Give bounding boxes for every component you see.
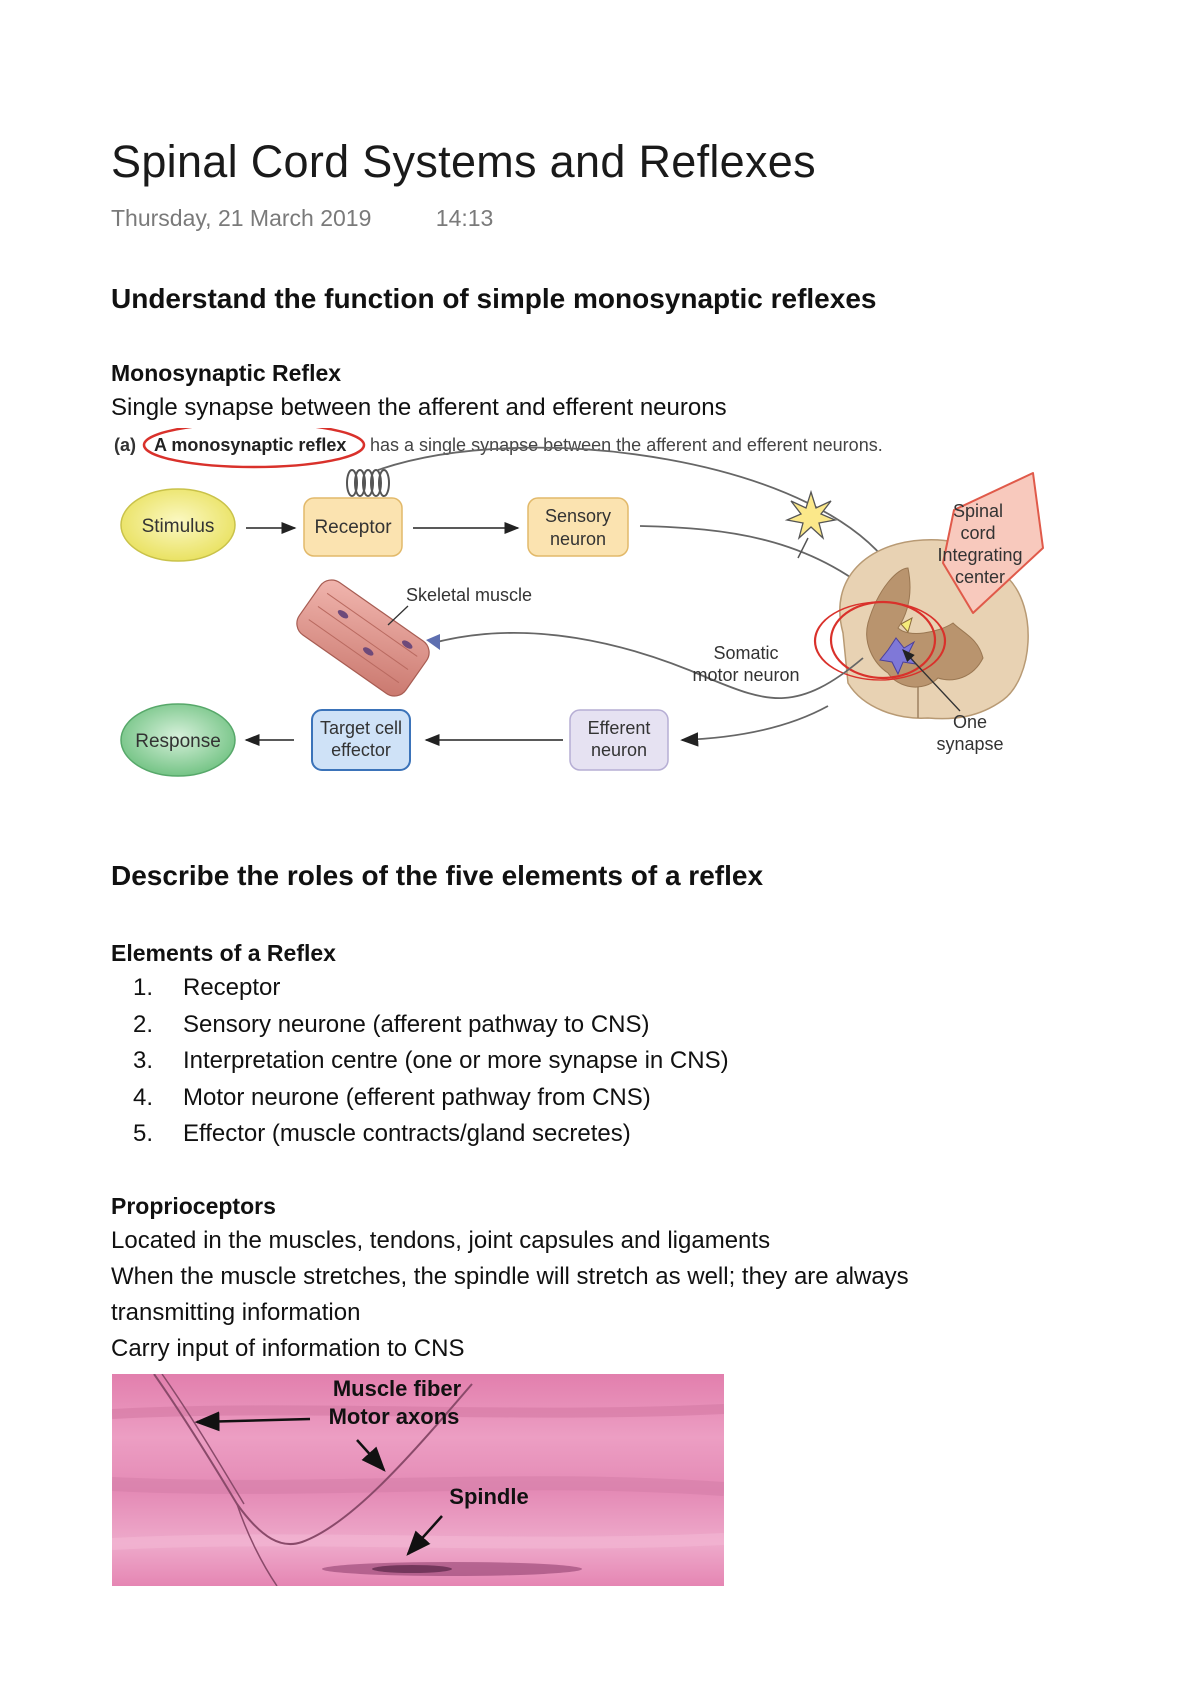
stimulus-node — [120, 488, 236, 562]
synapse-highlight-circle — [829, 600, 937, 680]
subheading-proprioceptors: Proprioceptors — [111, 1193, 276, 1219]
efferent-neuron-node — [569, 709, 669, 771]
skeletal-muscle-image — [296, 579, 430, 697]
figure-caption-rest: has a single synapse between the afferen… — [370, 435, 883, 455]
arrow-spindle — [406, 1515, 443, 1556]
label-muscle-fiber: Muscle fiber — [333, 1376, 462, 1401]
arrow-sensory-spinal — [639, 525, 880, 600]
response-node — [120, 703, 236, 777]
list-item: 5.Effector (muscle contracts/gland secre… — [133, 1120, 631, 1147]
section-heading-five-elements: Describe the roles of the five elements … — [111, 860, 764, 891]
proprioceptors-line-2: When the muscle stretches, the spindle w… — [111, 1263, 909, 1290]
muscle-spindle-micrograph: Muscle fiber Motor axons Spindle — [112, 1374, 724, 1586]
target-label-line2: effector — [331, 740, 391, 760]
monosynaptic-description: Single synapse between the afferent and … — [111, 394, 727, 421]
arrow-muscle-fiber — [194, 1411, 311, 1432]
list-item: 4.Motor neurone (efferent pathway from C… — [133, 1083, 651, 1111]
sensory-neuron-node — [527, 497, 629, 557]
figure-caption-label: (a) — [114, 435, 136, 455]
monosynaptic-reflex-diagram: (a) A monosynaptic reflex has a single s… — [114, 428, 1044, 777]
motor-end-plate-icon — [426, 634, 440, 650]
sensory-pathway-line — [377, 446, 899, 579]
starburst-line — [797, 537, 809, 559]
motor-axon-line — [153, 1374, 473, 1546]
stimulus-label: Stimulus — [142, 516, 215, 537]
spinal-label-line2: cord — [960, 523, 995, 543]
page-meta: Thursday, 21 March 2019 14:13 — [111, 205, 493, 232]
spinal-cord-label-badge — [942, 472, 1044, 614]
somatic-label-line2: motor neuron — [692, 665, 799, 685]
sensory-label-line2: neuron — [550, 529, 606, 549]
one-synapse-label-line2: synapse — [936, 734, 1003, 754]
proprioceptors-line-3: transmitting information — [111, 1299, 361, 1326]
receptor-coil-icon — [346, 469, 390, 497]
page-title: Spinal Cord Systems and Reflexes — [111, 136, 816, 187]
arrow-spinal-efferent — [680, 705, 829, 747]
proprioceptors-line-1: Located in the muscles, tendons, joint c… — [111, 1227, 771, 1254]
spinal-label-line4: center — [955, 567, 1005, 587]
somatic-label-line1: Somatic — [713, 643, 778, 663]
section-heading-monosynaptic: Understand the function of simple monosy… — [111, 283, 877, 314]
subheading-elements-of-reflex: Elements of a Reflex — [111, 940, 336, 966]
page-date: Thursday, 21 March 2019 — [111, 205, 372, 231]
efferent-label-line2: neuron — [591, 740, 647, 760]
somatic-motor-neuron-line — [432, 631, 864, 699]
proprioceptors-line-4: Carry input of information to CNS — [111, 1335, 465, 1362]
skeletal-muscle-pointer — [387, 605, 409, 626]
label-motor-axons: Motor axons — [329, 1404, 460, 1429]
target-label-line1: Target cell — [320, 718, 402, 738]
caption-highlight-circle — [142, 428, 366, 469]
one-synapse-label-line1: One — [953, 712, 987, 732]
starburst-icon — [784, 489, 838, 540]
list-item: 2.Sensory neurone (afferent pathway to C… — [133, 1010, 650, 1038]
response-label: Response — [135, 731, 221, 752]
efferent-label-line1: Efferent — [588, 718, 651, 738]
sensory-label-line1: Sensory — [545, 506, 611, 526]
arrow-motor-axons — [356, 1439, 386, 1472]
skeletal-muscle-label: Skeletal muscle — [406, 585, 532, 605]
receptor-label: Receptor — [314, 517, 392, 538]
page-time: 14:13 — [435, 205, 494, 231]
figure-caption-highlight: A monosynaptic reflex — [154, 435, 346, 455]
target-cell-node — [311, 709, 411, 771]
subheading-monosynaptic-reflex: Monosynaptic Reflex — [111, 360, 342, 386]
receptor-node — [303, 497, 403, 557]
label-spindle: Spindle — [449, 1484, 528, 1509]
spinal-label-line3: Integrating — [937, 545, 1022, 565]
list-item: 3.Interpretation centre (one or more syn… — [133, 1047, 729, 1074]
one-synapse-pointer — [902, 649, 961, 712]
reflex-elements-list: 1.Receptor 2.Sensory neurone (afferent p… — [111, 970, 729, 1153]
spinal-label-line1: Spinal — [953, 501, 1003, 521]
list-item: 1.Receptor — [133, 974, 281, 1001]
